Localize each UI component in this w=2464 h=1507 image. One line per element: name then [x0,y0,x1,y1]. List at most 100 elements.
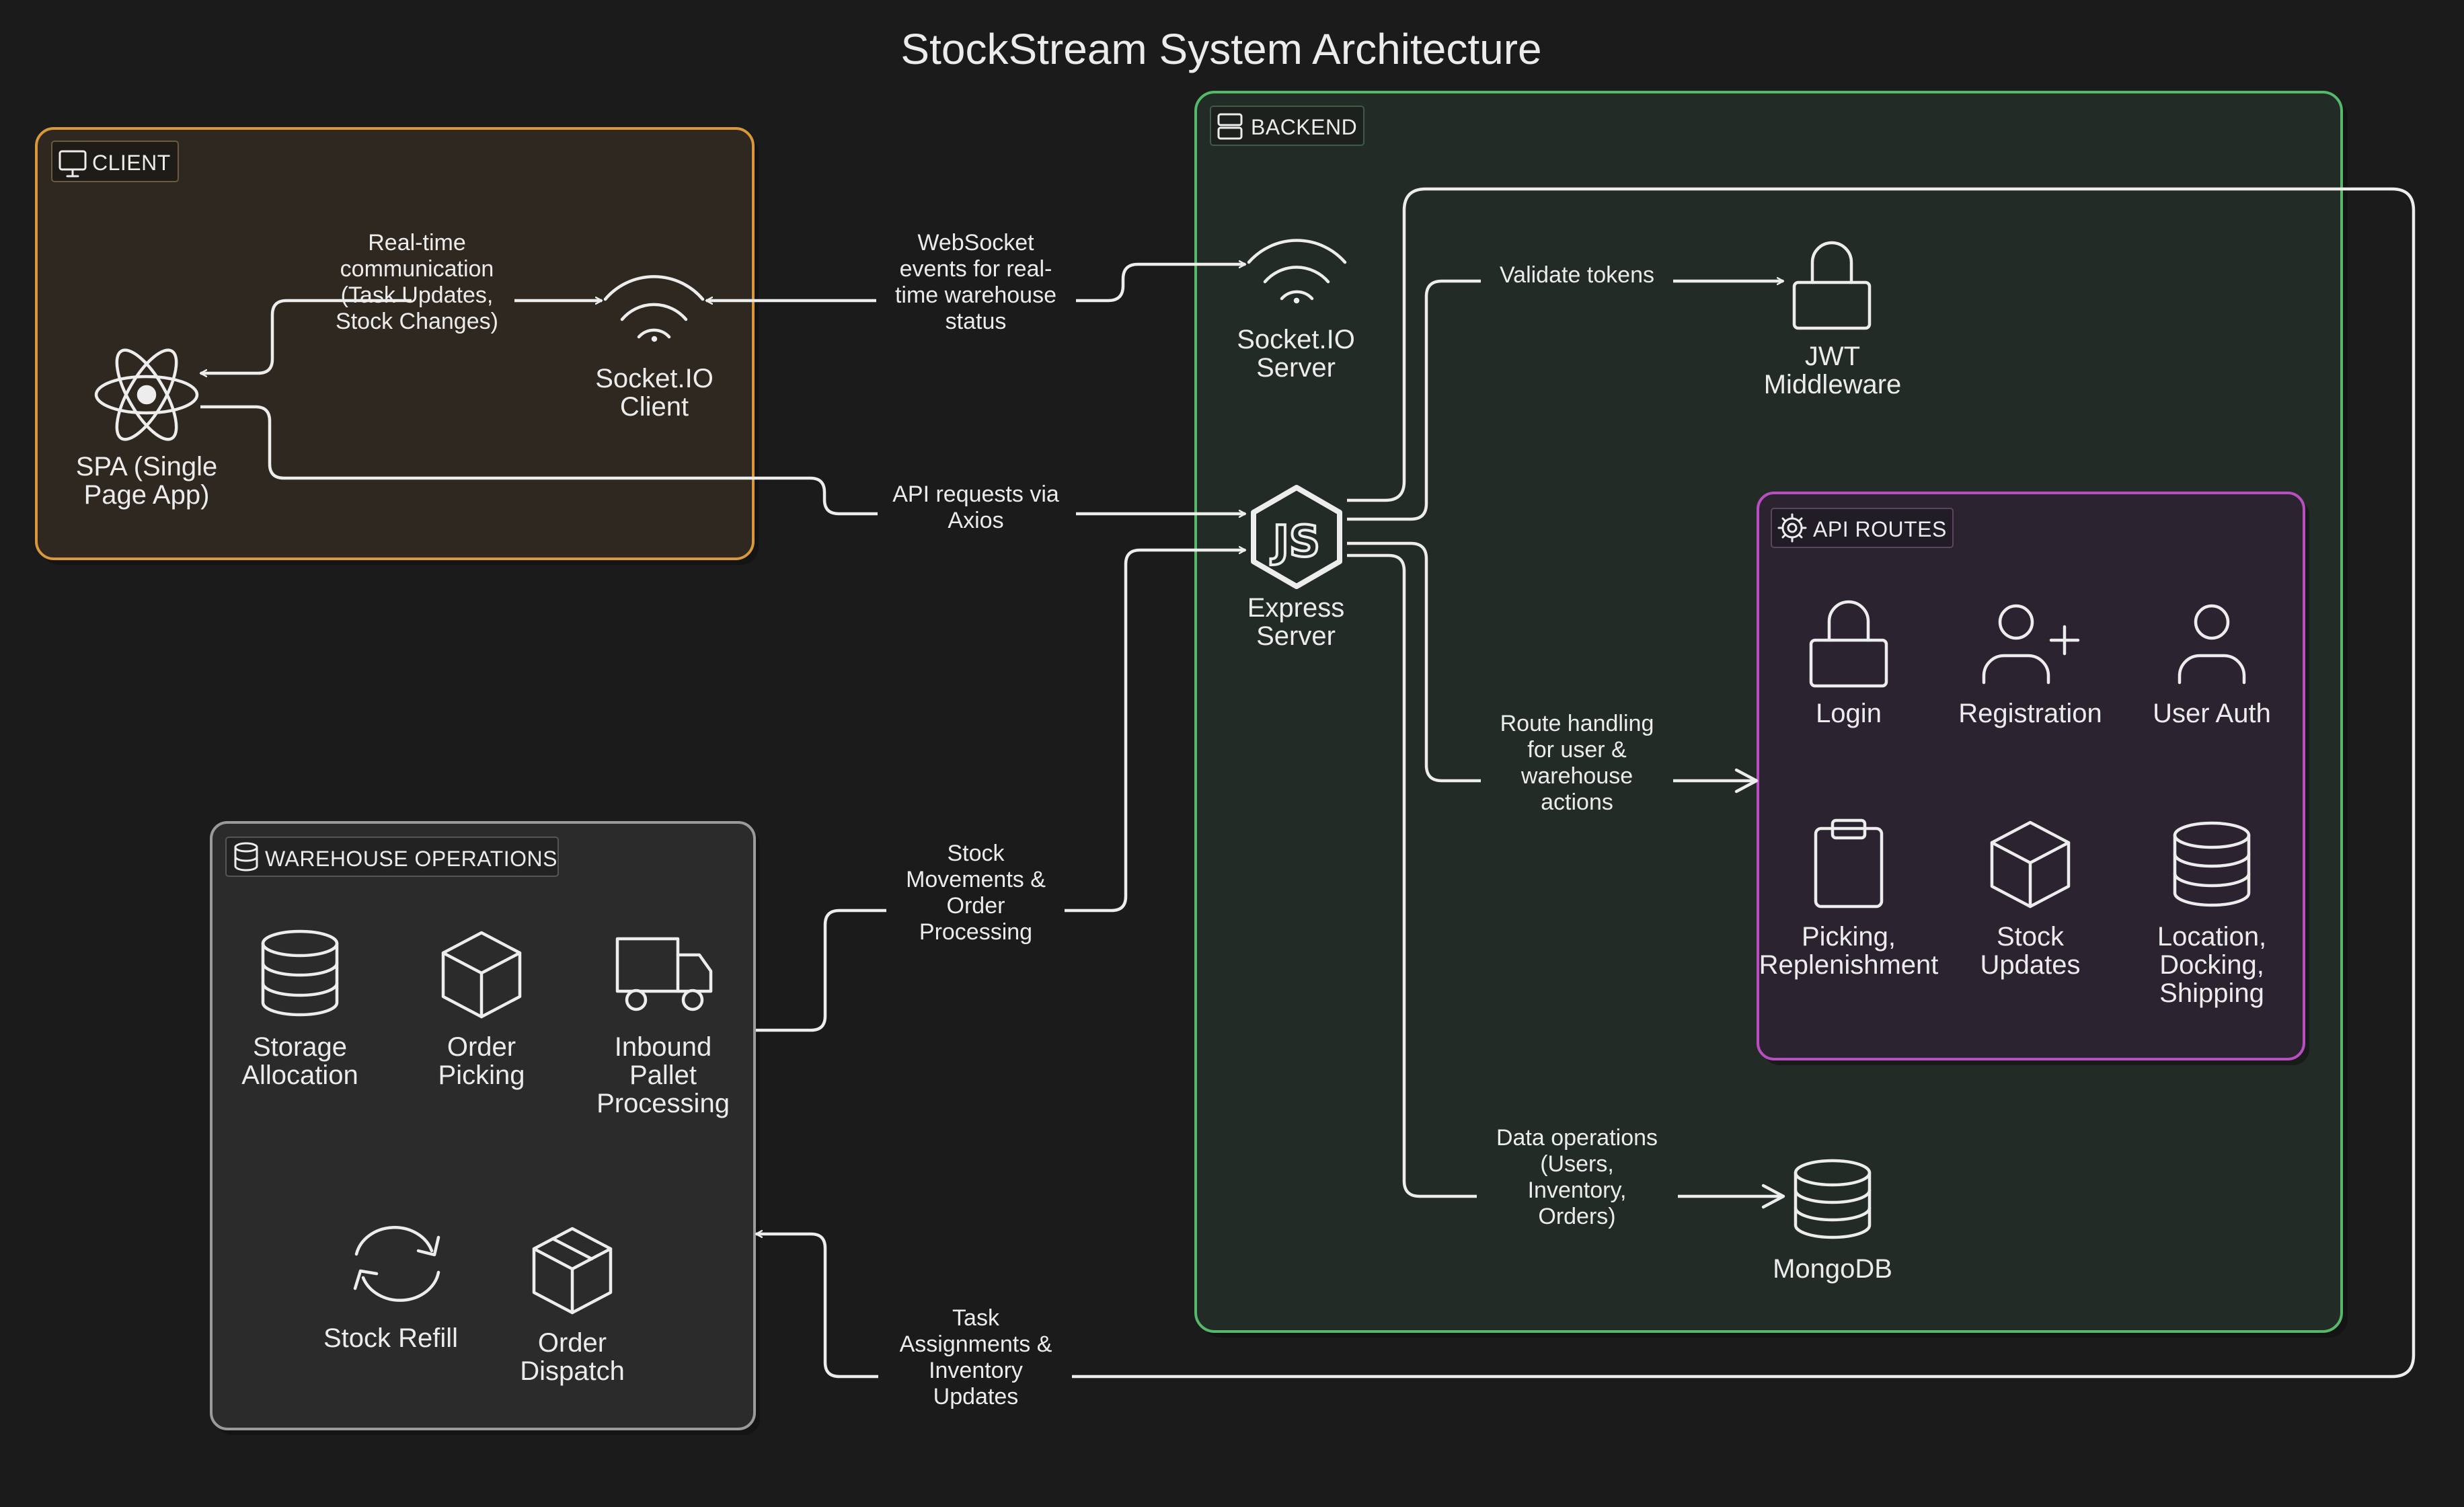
wifi-icon [603,275,705,342]
client-badge: CLIENT [51,141,179,182]
box-icon [441,931,522,1019]
text-line: Socket.IO [1237,325,1355,354]
backend-badge: BACKEND [1210,106,1364,146]
refresh-icon [353,1226,440,1302]
monitor-icon [59,150,87,178]
edge-task-to-ops [755,1230,878,1379]
text-line: API requests via [892,481,1059,507]
text-line: Docking, [2159,950,2264,980]
database-icon [261,929,339,1017]
lock-icon [1809,600,1888,688]
edge-route-left [1347,541,1481,783]
text-line: Updates [1980,950,2081,980]
api-routes-badge: API ROUTES [1771,508,1954,548]
text-line: Page App) [84,480,210,510]
react-icon [94,348,199,441]
text-line: MongoDB [1773,1254,1892,1284]
text-line: Stock [947,841,1005,866]
box-icon [1990,820,2071,909]
user-auth-node[interactable]: User Auth [2153,604,2271,728]
text-line: events for real- [900,256,1052,282]
text-line: Assignments & [900,1331,1052,1357]
edge-task-loop [1072,187,2416,1379]
text-line: Inventory, [1528,1177,1627,1203]
text-line: Allocation [241,1060,358,1090]
edge-api-requests-left [200,405,878,516]
text-line: Express [1247,593,1345,623]
text-line: Picking, [1802,922,1896,952]
text-line: Picking [438,1060,525,1090]
text-line: Login [1816,699,1882,728]
edge-realtime-to-spa [199,299,412,377]
backend-badge-label: BACKEND [1251,115,1357,139]
edge-stock-movements-left [756,909,886,1032]
lock-icon [1792,241,1872,330]
edge-label-data-ops: Data operations(Users,Inventory,Orders) [1496,1125,1658,1229]
text-line: Dispatch [520,1356,625,1386]
text-line: warehouse [1520,763,1633,789]
edge-websocket-right [1076,260,1247,303]
text-line: Pallet [629,1060,697,1090]
warehouse-ops-badge-label: WAREHOUSE OPERATIONS [265,847,557,871]
picking-replenishment-node[interactable]: Picking,Replenishment [1759,818,1939,980]
location-docking-node[interactable]: Location,Docking,Shipping [2157,821,2266,1008]
edge-label-validate: Validate tokens [1500,262,1654,288]
text-line: Registration [1958,699,2102,728]
text-line: time warehouse [895,282,1056,308]
mongodb-node[interactable]: MongoDB [1773,1159,1892,1284]
warehouse-ops-badge: WAREHOUSE OPERATIONS [225,837,559,877]
text-line: Route handling [1500,711,1654,736]
text-line: status [946,309,1007,334]
mongodb-label: MongoDB [1773,1254,1892,1284]
api-routes-group: API ROUTES [1757,492,2309,1065]
wifi-icon [1247,239,1347,304]
text-line: Inventory [929,1358,1023,1383]
database-icon [2173,821,2251,907]
registration-node[interactable]: Registration [1958,604,2102,728]
stock-refill-node[interactable]: Stock Refill [323,1226,458,1353]
text-line: User Auth [2153,699,2271,728]
text-line: Inbound [615,1032,712,1062]
picking-replenishment-label: Picking,Replenishment [1759,922,1939,980]
text-line: WebSocket [917,230,1034,256]
login-label: Login [1816,699,1882,728]
user-plus-icon [1982,604,2080,685]
text-line: Storage [253,1032,347,1062]
text-line: Shipping [2159,978,2264,1008]
nodejs-icon: JS [1251,485,1342,589]
text-line: Movements & [906,867,1046,892]
text-line: Orders) [1538,1204,1615,1229]
stock-refill-label: Stock Refill [323,1323,458,1353]
text-line: Updates [933,1384,1019,1409]
client-badge-label: CLIENT [92,151,171,175]
text-line: actions [1541,789,1613,815]
edges [199,187,2416,1379]
warehouse-ops-group: WAREHOUSE OPERATIONS [210,821,760,1435]
text-line: Order [447,1032,516,1062]
text-line: Order [538,1328,607,1358]
api-routes-badge-label: API ROUTES [1813,517,1947,541]
text-line: for user & [1527,737,1627,763]
login-node[interactable]: Login [1809,600,1888,728]
clipboard-icon [1814,818,1884,909]
text-line: Server [1256,353,1336,383]
